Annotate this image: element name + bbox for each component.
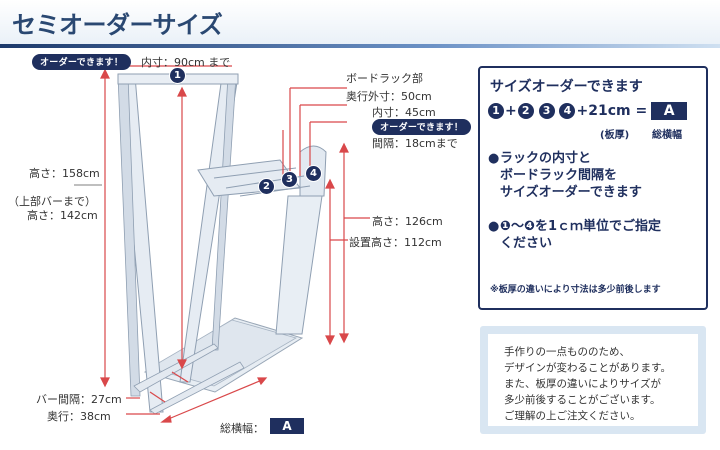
notice-line-1: 手作りの一点もののため、: [504, 346, 630, 358]
install-height-label: 設置高さ：112cm: [349, 236, 442, 249]
rack-height-label: 高さ：126cm: [372, 215, 443, 228]
bullet1-line3: サイズオーダーできます: [500, 185, 642, 200]
inner-depth-label: 内寸：45cm: [372, 106, 436, 119]
upper-bar-note: （上部バーまで）: [8, 195, 96, 208]
order-badge-top: オーダーできます！: [32, 54, 132, 70]
header-underline: [0, 44, 720, 48]
size-order-panel: サイズオーダーできます 1+2 3 4+21cm =A (板厚) 総横幅 ●ラッ…: [478, 66, 708, 310]
marker-4: 4: [305, 165, 322, 182]
total-width-sub-label: 総横幅: [652, 130, 682, 141]
notice-line-5: ご理解の上ご注文ください。: [504, 410, 641, 422]
spacing-label: 間隔：18cmまで: [372, 137, 458, 150]
notice-line-2: デザインが変わることがあります。: [504, 362, 671, 374]
height-upper-label: 高さ：142cm: [27, 209, 98, 222]
thickness-note: ※板厚の違いにより寸法は多少前後します: [490, 285, 661, 295]
marker-3: 3: [281, 171, 298, 188]
bullet-specify-cm: ●❶〜❹を1ｃｍ単位でご指定 ください: [488, 218, 661, 252]
handmade-notice: 手作りの一点もののため、 デザインが変わることがあります。 また、板厚の違いによ…: [480, 326, 706, 434]
bullet1-line2: ボードラック間隔を: [500, 168, 618, 183]
marker-1: 1: [169, 67, 186, 84]
bullet2-line1: ❶〜❹を1ｃｍ単位でご指定: [500, 219, 662, 234]
formula-plus: +: [505, 103, 517, 119]
panel-title: サイズオーダーできます: [490, 79, 643, 95]
marker-2: 2: [258, 178, 275, 195]
bullet2-line2: ください: [500, 236, 553, 251]
depth-outer-label: 奥行外寸：50cm: [346, 90, 432, 103]
page-header: セミオーダーサイズ: [0, 0, 720, 44]
inner-width-label: 内寸：90cm まで: [141, 56, 231, 69]
formula-num-3: 3: [538, 103, 555, 119]
bar-spacing-label: バー間隔：27cm: [36, 393, 122, 406]
bullet-order-inner: ●ラックの内寸と ボードラック間隔を サイズオーダーできます: [488, 150, 642, 201]
notice-body: 手作りの一点もののため、 デザインが変わることがあります。 また、板厚の違いによ…: [488, 334, 698, 426]
board-rack-section-label: ボードラック部: [346, 72, 423, 85]
order-badge-right: オーダーできます！: [372, 119, 472, 135]
notice-line-4: 多少前後することがございます。: [504, 394, 661, 406]
bullet-dot: ●: [488, 219, 500, 234]
size-formula: 1+2 3 4+21cm =A: [488, 102, 688, 120]
formula-result: A: [651, 102, 688, 120]
height-label: 高さ：158cm: [29, 167, 100, 180]
notice-line-3: また、板厚の違いによりサイズが: [504, 378, 661, 390]
page-title: セミオーダーサイズ: [12, 11, 223, 39]
thickness-label: (板厚): [600, 130, 630, 141]
formula-num-1: 1: [488, 103, 504, 119]
bullet-dot: ●: [488, 151, 500, 166]
formula-tail: +21cm =: [576, 103, 648, 119]
formula-num-4: 4: [559, 103, 576, 119]
formula-num-2: 2: [517, 103, 534, 119]
total-width-label: 総横幅：: [220, 422, 264, 435]
total-width-value: A: [270, 418, 304, 434]
bullet1-line1: ラックの内寸と: [500, 151, 592, 166]
depth-label: 奥行：38cm: [47, 410, 111, 423]
